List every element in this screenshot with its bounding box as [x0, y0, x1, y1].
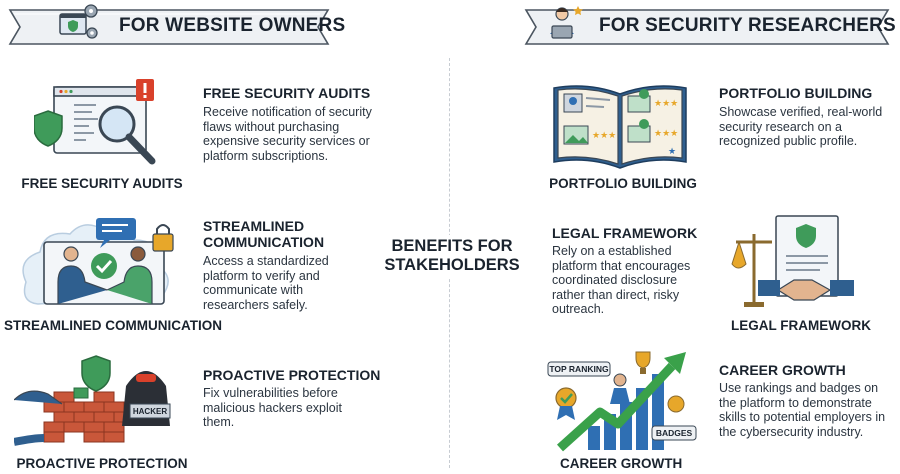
streamlined-comm-title: STREAMLINED COMMUNICATION [203, 218, 393, 250]
center-title-line1: BENEFITS FOR [391, 237, 513, 255]
portfolio-building-title: PORTFOLIO BUILDING [719, 85, 873, 101]
magnifier-code-icon [34, 79, 156, 165]
banner-title: FOR SECURITY RESEARCHERS [599, 15, 896, 36]
career-growth-desc: Use rankings and badges on the platform … [719, 381, 886, 439]
portfolio-book-icon: ★★★ ★★★ ★★★ ★ [553, 85, 687, 169]
proactive-protection-caption: PROACTIVE PROTECTION [16, 456, 188, 471]
svg-text:★★★: ★★★ [592, 131, 616, 141]
streamlined-comm-caption: STREAMLINED COMMUNICATION [4, 318, 222, 333]
badges-label: BADGES [656, 428, 693, 438]
banner-title: FOR WEBSITE OWNERS [119, 15, 346, 36]
legal-framework-caption: LEGAL FRAMEWORK [731, 318, 871, 333]
svg-text:★★★: ★★★ [654, 99, 678, 109]
gear-screen-shield-icon [59, 4, 98, 39]
free-audits-title: FREE SECURITY AUDITS [203, 85, 371, 101]
svg-text:★: ★ [668, 147, 676, 157]
portfolio-building-caption: PORTFOLIO BUILDING [549, 176, 697, 191]
security-researchers-banner: FOR SECURITY RESEARCHERS [522, 6, 896, 46]
hacker-label: HACKER [133, 407, 167, 416]
handshake-icon [22, 218, 174, 305]
legal-framework-desc: Rely on a established platform that enco… [552, 244, 691, 317]
streamlined-comm-desc: Access a standardized platform to verify… [203, 254, 329, 312]
firewall-hacker-icon: HACKER [14, 355, 171, 446]
website-owners-banner: FOR WEBSITE OWNERS [6, 4, 345, 46]
legal-framework-title: LEGAL FRAMEWORK [552, 225, 698, 241]
free-audits-desc: Receive notification of security flaws w… [203, 105, 372, 163]
proactive-protection-title: PROACTIVE PROTECTION [203, 367, 381, 383]
growth-chart-icon: TOP RANKING BADGES [547, 351, 697, 452]
proactive-protection-desc: Fix vulnerabilities before malicious hac… [203, 386, 342, 430]
center-title-line2: STAKEHOLDERS [384, 256, 520, 274]
streamlined-comm-title-text: STREAMLINED COMMUNICATION [203, 218, 325, 250]
career-growth-caption: CAREER GROWTH [560, 456, 683, 471]
scales-handshake-icon [731, 215, 854, 307]
career-growth-title: CAREER GROWTH [719, 362, 846, 378]
free-audits-caption: FREE SECURITY AUDITS [21, 176, 183, 191]
top-ranking-label: TOP RANKING [549, 364, 609, 374]
portfolio-building-desc: Showcase verified, real-world security r… [719, 105, 883, 149]
center-title: BENEFITS FOR STAKEHOLDERS [384, 235, 520, 277]
researcher-laptop-icon [550, 6, 583, 39]
banner-ribbon [524, 9, 890, 45]
svg-text:★★★: ★★★ [654, 129, 678, 139]
